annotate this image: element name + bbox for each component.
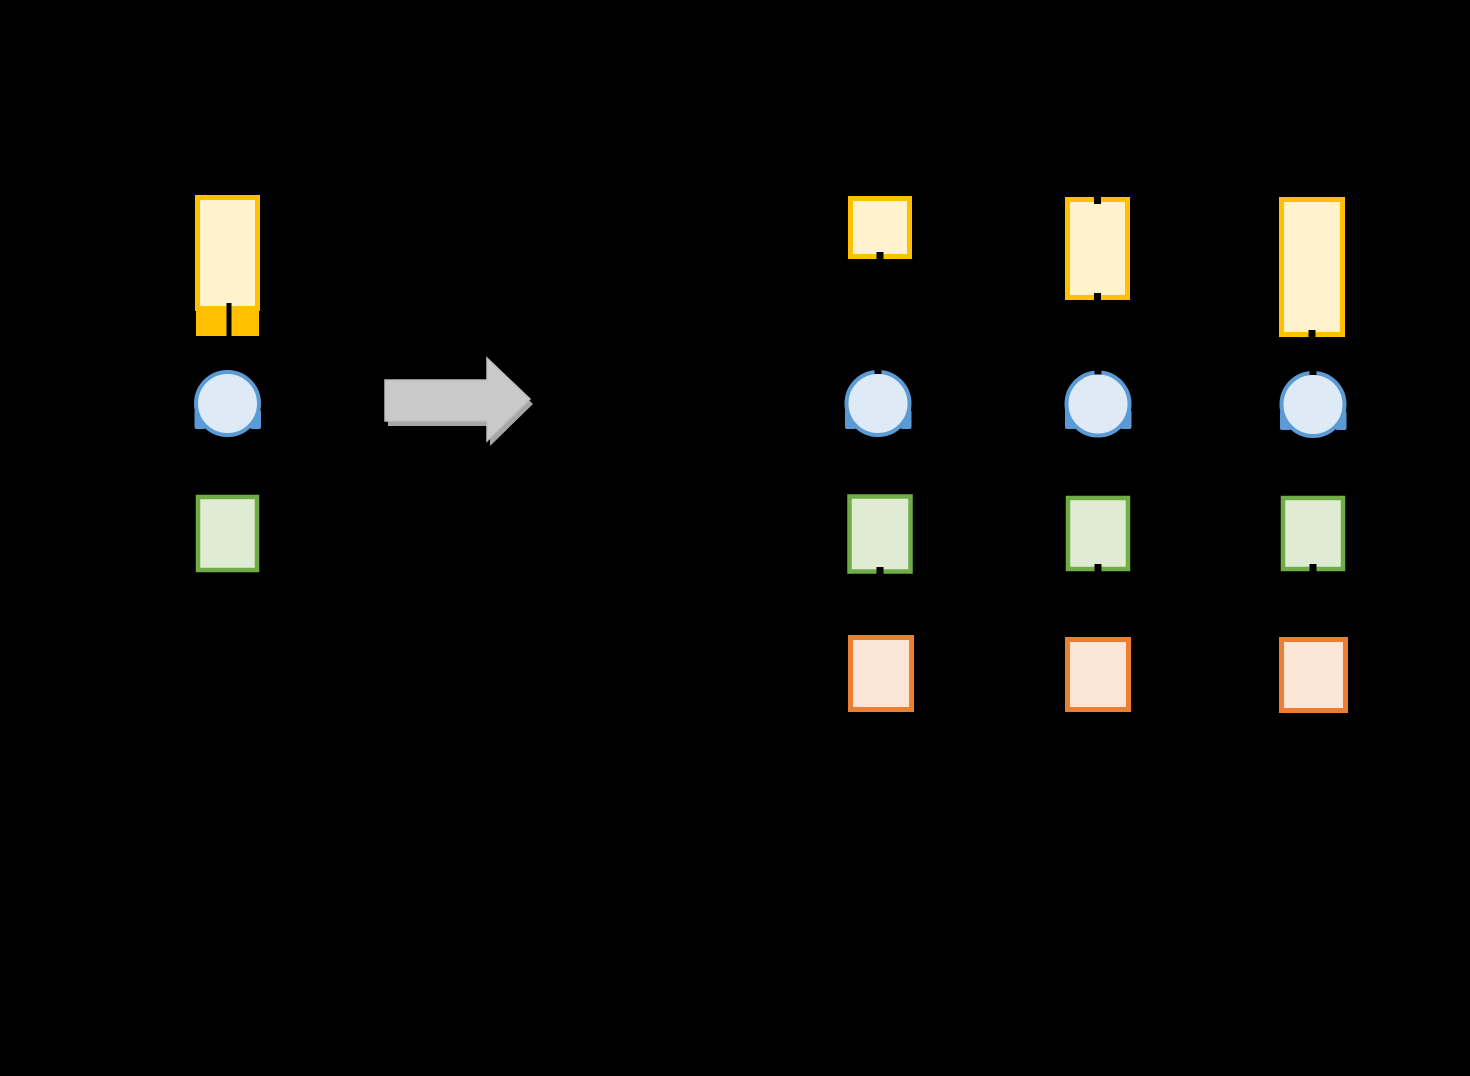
out1-green-rect: [847, 494, 913, 574]
out2-yellow-notch-bottom: [1094, 293, 1101, 302]
source-green-rect: [195, 494, 260, 573]
source-circle: [194, 370, 261, 437]
out3-yellow-notch-bottom: [1308, 330, 1316, 339]
out1-yellow-notch-bottom: [876, 252, 884, 261]
transform-arrow-icon: [384, 356, 532, 443]
out2-yellow-rect: [1065, 197, 1130, 300]
out2-orange-rect: [1065, 637, 1131, 712]
out3-circle-notch-top: [1309, 368, 1317, 375]
out3-circle: [1279, 371, 1347, 438]
source-tube-body: [195, 195, 260, 311]
out2-yellow-notch-top: [1094, 196, 1101, 204]
out1-yellow-rect: [848, 196, 912, 259]
source-tube-slot: [226, 303, 232, 337]
out1-circle-notch-top: [874, 367, 882, 374]
out3-yellow-rect: [1279, 197, 1345, 337]
out2-circle: [1064, 370, 1132, 438]
out1-circle: [844, 370, 912, 437]
out3-orange-rect: [1279, 637, 1348, 713]
out3-green-rect: [1280, 495, 1346, 572]
out1-orange-rect: [848, 635, 914, 712]
out2-circle-notch-top: [1094, 367, 1102, 375]
out2-green-rect: [1065, 495, 1131, 572]
out2-green-notch-bottom: [1094, 564, 1102, 572]
out1-green-notch-bottom: [876, 567, 884, 575]
out3-green-notch-bottom: [1309, 564, 1317, 572]
